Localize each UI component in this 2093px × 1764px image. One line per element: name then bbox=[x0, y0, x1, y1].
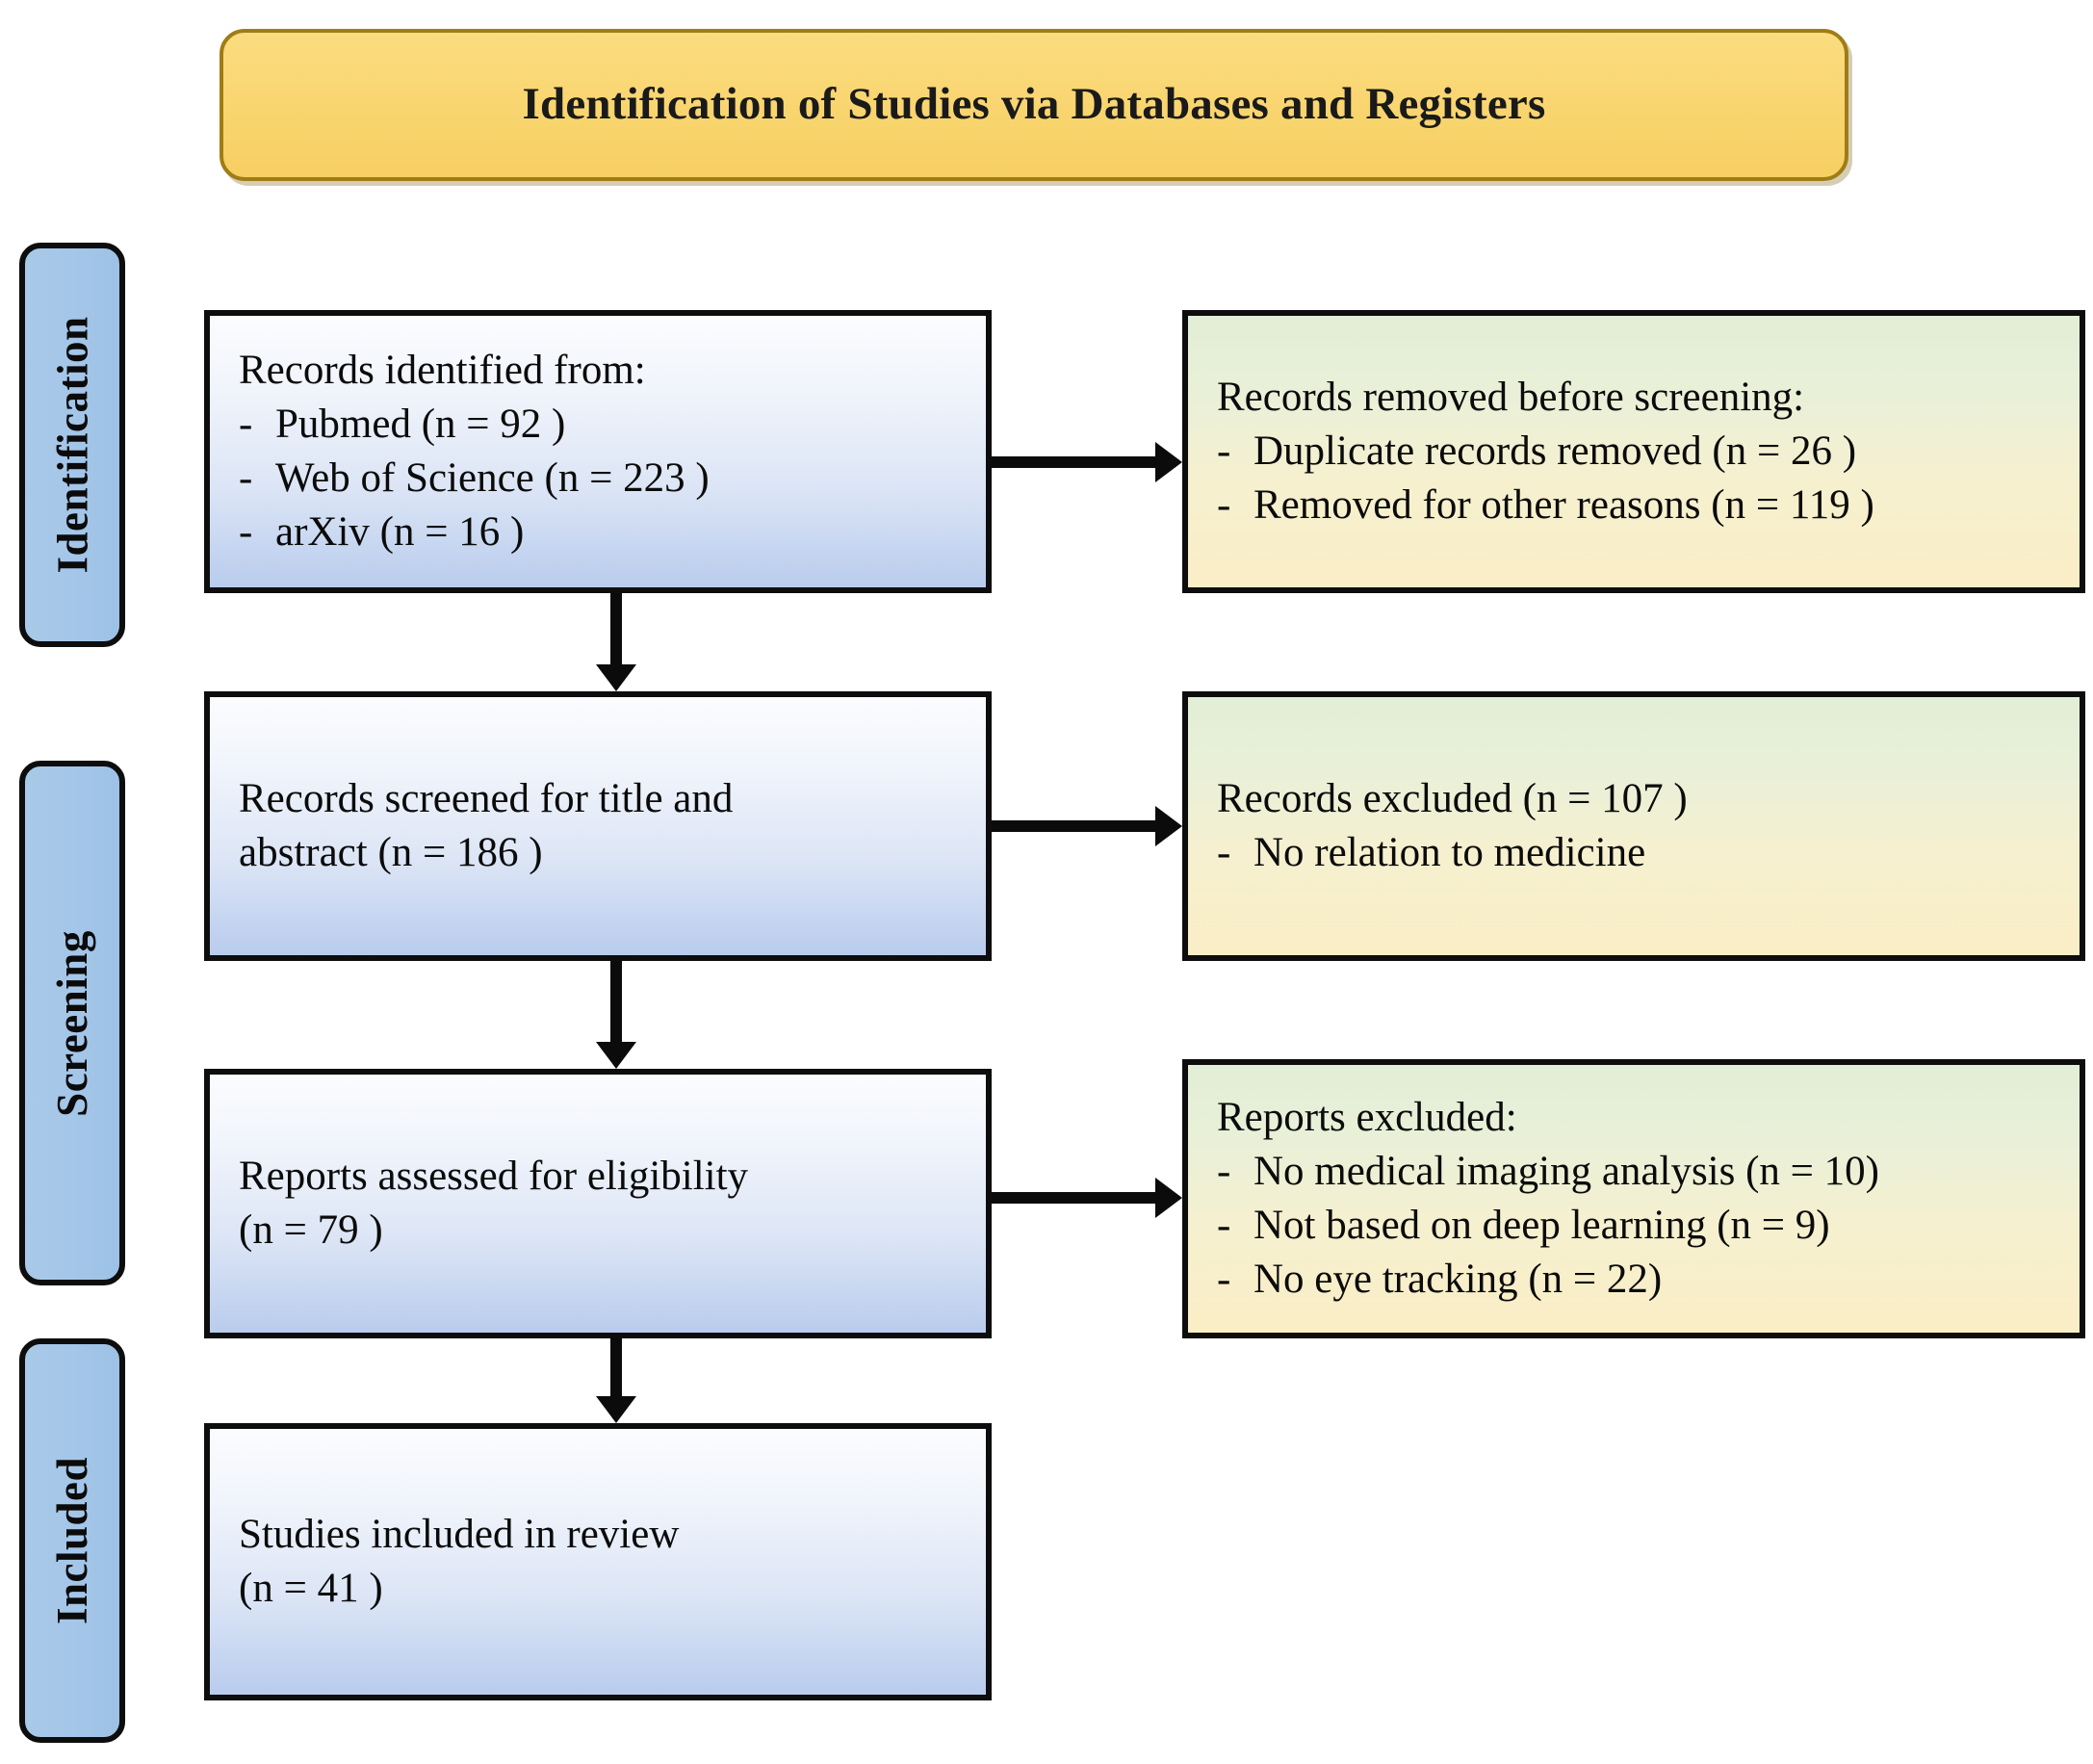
box-records-screened-line1: Records screened for title and bbox=[239, 776, 734, 822]
bullet-dash-icon: - bbox=[1217, 1256, 1231, 1302]
box-studies-included-line2: (n = 41 ) bbox=[239, 1566, 383, 1611]
box-reports-excluded-heading: Reports excluded: bbox=[1217, 1095, 1517, 1141]
box-studies-included-line1: Studies included in review bbox=[239, 1512, 680, 1558]
stage-label-screening-text: Screening bbox=[48, 929, 97, 1117]
bullet-dash-icon: - bbox=[239, 402, 253, 448]
box-records-identified-heading: Records identified from: bbox=[239, 348, 646, 394]
list-item-label: Removed for other reasons (n = 119 ) bbox=[1253, 481, 1874, 528]
box-records-excluded: Records excluded (n = 107 ) - No relatio… bbox=[1182, 691, 2085, 961]
list-item-label: Pubmed (n = 92 ) bbox=[275, 402, 566, 448]
bullet-dash-icon: - bbox=[239, 508, 253, 555]
diagram-title: Identification of Studies via Databases … bbox=[522, 79, 1546, 130]
bullet-dash-icon: - bbox=[1217, 830, 1231, 875]
box-records-removed-heading: Records removed before screening: bbox=[1217, 375, 1805, 421]
list-item: - arXiv (n = 16 ) bbox=[239, 506, 957, 559]
list-item-label: arXiv (n = 16 ) bbox=[275, 508, 525, 555]
arrow-right-identified-to-removed-icon bbox=[992, 456, 1157, 468]
box-reports-excluded: Reports excluded: - No medical imaging a… bbox=[1182, 1059, 2085, 1338]
arrow-right-eligibility-to-reports-excluded-icon bbox=[992, 1192, 1157, 1204]
list-item: - Web of Science (n = 223 ) bbox=[239, 452, 957, 506]
list-item: - No eye tracking (n = 22) bbox=[1217, 1253, 2051, 1307]
box-records-screened: Records screened for title and abstract … bbox=[204, 691, 992, 961]
list-item: - No medical imaging analysis (n = 10) bbox=[1217, 1145, 2051, 1199]
list-item-label: Duplicate records removed (n = 26 ) bbox=[1253, 428, 1857, 475]
stage-label-included: Included bbox=[19, 1338, 125, 1743]
arrow-down-screened-to-eligibility-icon bbox=[610, 961, 622, 1046]
arrow-down-eligibility-to-included-icon bbox=[610, 1338, 622, 1400]
stage-label-included-text: Included bbox=[48, 1456, 97, 1625]
list-item: - Not based on deep learning (n = 9) bbox=[1217, 1199, 2051, 1253]
stage-label-screening: Screening bbox=[19, 761, 125, 1285]
arrow-right-screened-to-excluded-icon bbox=[992, 820, 1157, 832]
box-records-identified: Records identified from: - Pubmed (n = 9… bbox=[204, 310, 992, 593]
arrow-down-identified-to-screened-icon bbox=[610, 593, 622, 668]
box-records-screened-line2: abstract (n = 186 ) bbox=[239, 830, 543, 875]
stage-label-identification-text: Identification bbox=[48, 316, 97, 574]
bullet-dash-icon: - bbox=[1217, 428, 1231, 475]
list-item: - Removed for other reasons (n = 119 ) bbox=[1217, 479, 2051, 532]
diagram-title-banner: Identification of Studies via Databases … bbox=[220, 29, 1848, 181]
list-item: - Duplicate records removed (n = 26 ) bbox=[1217, 425, 2051, 479]
list-item-label: Web of Science (n = 223 ) bbox=[275, 455, 710, 501]
list-item: - No relation to medicine bbox=[1217, 826, 2051, 880]
list-item-label: Not based on deep learning (n = 9) bbox=[1253, 1203, 1830, 1248]
bullet-dash-icon: - bbox=[239, 455, 253, 501]
list-item-label: No medical imaging analysis (n = 10) bbox=[1253, 1149, 1879, 1195]
box-reports-assessed: Reports assessed for eligibility (n = 79… bbox=[204, 1069, 992, 1338]
list-item: - Pubmed (n = 92 ) bbox=[239, 398, 957, 452]
box-reports-assessed-line2: (n = 79 ) bbox=[239, 1207, 383, 1253]
box-studies-included: Studies included in review (n = 41 ) bbox=[204, 1423, 992, 1700]
bullet-dash-icon: - bbox=[1217, 481, 1231, 528]
list-item-label: No eye tracking (n = 22) bbox=[1253, 1256, 1663, 1302]
list-item-label: No relation to medicine bbox=[1253, 830, 1646, 875]
box-records-removed: Records removed before screening: - Dupl… bbox=[1182, 310, 2085, 593]
box-reports-assessed-line1: Reports assessed for eligibility bbox=[239, 1154, 749, 1200]
bullet-dash-icon: - bbox=[1217, 1203, 1231, 1248]
stage-label-identification: Identification bbox=[19, 243, 125, 647]
box-records-excluded-heading: Records excluded (n = 107 ) bbox=[1217, 776, 1688, 822]
bullet-dash-icon: - bbox=[1217, 1149, 1231, 1195]
